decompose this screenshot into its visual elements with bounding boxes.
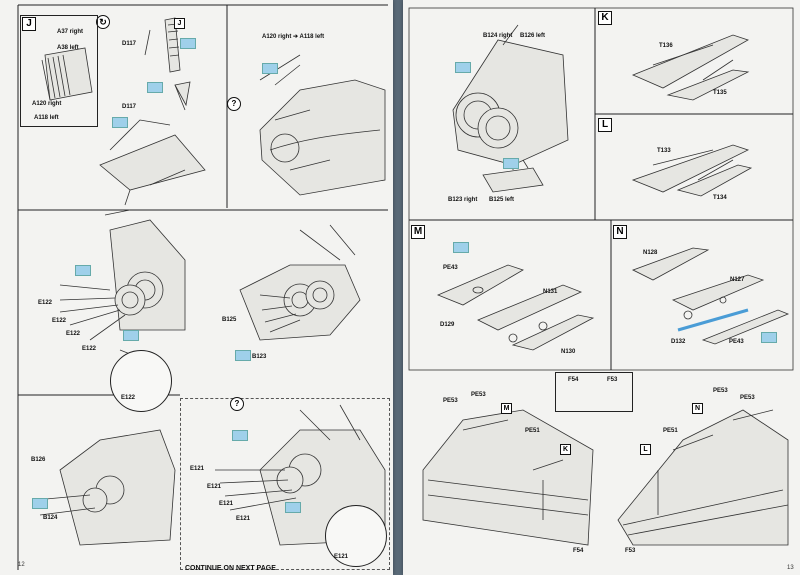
- part-label: PE53: [471, 392, 486, 398]
- part-label: E121: [334, 554, 349, 560]
- part-label: A37 right: [57, 29, 84, 35]
- detail-magnifier: [110, 350, 172, 412]
- part-label: E122: [82, 346, 97, 352]
- part-label: PE43: [729, 339, 744, 345]
- step-tag-n: N: [613, 225, 627, 239]
- part-label: B126: [31, 457, 46, 463]
- note-icon: ?: [227, 97, 241, 111]
- part-label: A120 right ➔ A118 left: [262, 34, 325, 40]
- part-label: E121: [219, 501, 234, 507]
- part-label: E121: [207, 484, 222, 490]
- part-label: B125: [222, 317, 237, 323]
- part-label: D117: [122, 41, 137, 47]
- part-label: B125 left: [489, 197, 515, 203]
- part-label: D129: [440, 322, 455, 328]
- legend-box: [555, 372, 633, 412]
- part-label: E122: [121, 395, 136, 401]
- continue-note: CONTINUE ON NEXT PAGE: [185, 565, 276, 572]
- part-label: T134: [713, 195, 727, 201]
- part-label: T135: [713, 90, 727, 96]
- part-label: N128: [643, 250, 658, 256]
- step-tag-l: L: [598, 118, 612, 132]
- part-label: F53: [625, 548, 636, 554]
- step-dashed-region: [180, 398, 390, 570]
- part-label: N131: [543, 289, 558, 295]
- part-label: T136: [659, 43, 673, 49]
- step-tag-m: M: [411, 225, 425, 239]
- part-label: PE53: [740, 395, 755, 401]
- paint-callout: [761, 332, 777, 343]
- step-tag-l-small: L: [640, 444, 651, 455]
- paint-callout: [453, 242, 469, 253]
- note-icon-2: ?: [230, 397, 244, 411]
- part-label: PE43: [443, 265, 458, 271]
- right-page-drawings: [408, 7, 794, 546]
- part-label: E121: [236, 516, 251, 522]
- part-label: A38 left: [57, 45, 79, 51]
- part-label: PE53: [713, 388, 728, 394]
- part-label: A120 right: [32, 101, 62, 107]
- left-page-drawings: [17, 4, 388, 570]
- part-label: N130: [561, 349, 576, 355]
- part-label: D132: [671, 339, 686, 345]
- part-label: PE51: [663, 428, 678, 434]
- page-number: 13: [787, 565, 794, 571]
- paint-callout: [75, 265, 91, 276]
- part-label: PE53: [443, 398, 458, 404]
- paint-callout: [112, 117, 128, 128]
- part-label: B124: [43, 515, 58, 521]
- part-label: E121: [190, 466, 205, 472]
- step-tag-m-small: M: [501, 403, 512, 414]
- step-tag-n-small: N: [692, 403, 703, 414]
- paint-callout: [123, 330, 139, 341]
- paint-callout: [455, 62, 471, 73]
- paint-callout: [180, 38, 196, 49]
- step-tag-k-small: K: [560, 444, 571, 455]
- part-label: B123 right: [448, 197, 478, 203]
- paint-callout: [235, 350, 251, 361]
- left-instruction-page: J J ↻ ? ? A37 right A38 left A120 right …: [0, 0, 393, 575]
- detail-magnifier: [325, 505, 387, 567]
- part-label: PE51: [525, 428, 540, 434]
- page-number: 12: [18, 562, 25, 568]
- step-tag-j-small: J: [174, 18, 185, 29]
- part-label: N127: [730, 277, 745, 283]
- rotate-icon: ↻: [96, 15, 110, 29]
- step-tag-j: J: [22, 17, 36, 31]
- part-label: B126 left: [520, 33, 546, 39]
- part-label: E122: [66, 331, 81, 337]
- part-label: E122: [38, 300, 53, 306]
- paint-callout: [32, 498, 48, 509]
- paint-callout: [147, 82, 163, 93]
- paint-callout: [503, 158, 519, 169]
- inset-box-j: [20, 15, 98, 127]
- step-tag-k: K: [598, 11, 612, 25]
- part-label: E122: [52, 318, 67, 324]
- legend-label-f54: F54: [568, 377, 579, 383]
- part-label: D117: [122, 104, 137, 110]
- paint-callout: [232, 430, 248, 441]
- part-label: B123: [252, 354, 267, 360]
- paint-callout: [285, 502, 301, 513]
- part-label: T133: [657, 148, 671, 154]
- legend-label-f53: F53: [607, 377, 618, 383]
- right-instruction-page: F54 F53 K L M N M K N L B124 right B126 …: [403, 0, 800, 575]
- part-label: F54: [573, 548, 584, 554]
- part-label: B124 right: [483, 33, 513, 39]
- paint-callout: [262, 63, 278, 74]
- part-label: A118 left: [34, 115, 59, 121]
